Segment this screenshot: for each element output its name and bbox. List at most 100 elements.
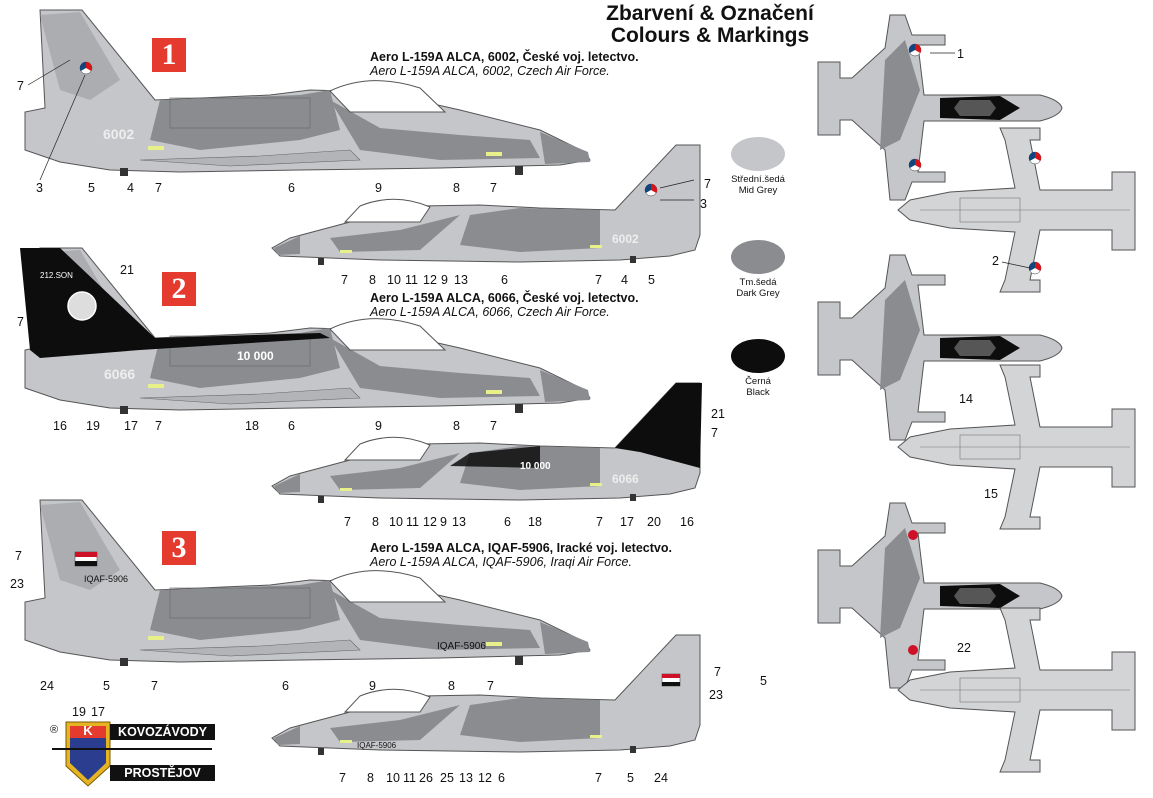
callout: 7 xyxy=(344,515,351,529)
caption-3-cz: Aero L-159A ALCA, IQAF-5906, Iracké voj.… xyxy=(370,541,672,555)
callout: 9 xyxy=(375,419,382,433)
callout: 7 xyxy=(490,181,497,195)
callout: 18 xyxy=(245,419,259,433)
callout: 8 xyxy=(369,273,376,287)
callout: 5 xyxy=(103,679,110,693)
callout: 11 xyxy=(405,273,418,287)
callout: 3 xyxy=(36,181,43,195)
title-czech: Zbarvení & Označení xyxy=(606,2,814,25)
callout: 20 xyxy=(647,515,661,529)
serial-6002-large: 6002 xyxy=(103,126,135,142)
callout: 14 xyxy=(959,392,973,406)
callout: 7 xyxy=(487,679,494,693)
caption-1-en: Aero L-159A ALCA, 6002, Czech Air Force. xyxy=(370,64,610,78)
callout: 26 xyxy=(419,771,433,785)
callout: 4 xyxy=(127,181,134,195)
swatch-mid-grey xyxy=(731,137,785,171)
callout: 9 xyxy=(440,515,447,529)
callout: 7 xyxy=(595,273,602,287)
callout: 10 xyxy=(386,771,400,785)
callout: 5 xyxy=(648,273,655,287)
serial-6066-large: 6066 xyxy=(104,366,136,382)
callout: 8 xyxy=(372,515,379,529)
callout: 8 xyxy=(367,771,374,785)
caption-1-cz: Aero L-159A ALCA, 6002, České voj. letec… xyxy=(370,50,639,64)
callout: 21 xyxy=(120,263,134,277)
serial-iqaf-tail: IQAF-5906 xyxy=(84,574,129,584)
callout: 6 xyxy=(282,679,289,693)
registered-mark: ® xyxy=(50,724,59,736)
logo-letter: K xyxy=(83,723,93,738)
callout: 15 xyxy=(984,487,998,501)
callout: 17 xyxy=(91,705,105,719)
callout: 7 xyxy=(155,181,162,195)
callout: 7 xyxy=(15,549,22,563)
callout: 7 xyxy=(704,177,711,191)
swatch-dark-grey xyxy=(731,240,785,274)
callout: 17 xyxy=(620,515,634,529)
callout: 13 xyxy=(454,273,468,287)
caption-2-cz: Aero L-159A ALCA, 6066, České voj. letec… xyxy=(370,291,639,305)
swatch-label-mid-grey-cz: Střední.šedá xyxy=(731,174,785,185)
profile-badge-2: 2 xyxy=(162,272,196,306)
callout: 7 xyxy=(714,665,721,679)
callout: 7 xyxy=(596,515,603,529)
swatch-label-black-cz: Černá xyxy=(745,376,771,387)
serial-iqaf-large: IQAF-5906 xyxy=(437,641,486,652)
callout: 7 xyxy=(339,771,346,785)
callout: 17 xyxy=(124,419,138,433)
callout: 19 xyxy=(86,419,100,433)
callout: 10 xyxy=(389,515,403,529)
callout: 7 xyxy=(490,419,497,433)
callout: 12 xyxy=(423,515,437,529)
callout: 25 xyxy=(440,771,454,785)
callout: 8 xyxy=(448,679,455,693)
profile-badge-3: 3 xyxy=(162,531,196,565)
callout: 9 xyxy=(369,679,376,693)
callout: 7 xyxy=(155,419,162,433)
callout: 11 xyxy=(403,771,416,785)
callout: 6 xyxy=(498,771,505,785)
callout: 3 xyxy=(700,197,707,211)
callout: 10 xyxy=(387,273,401,287)
callout: 8 xyxy=(453,181,460,195)
callout: 21 xyxy=(711,407,725,421)
callout: 7 xyxy=(711,426,718,440)
callout: 6 xyxy=(501,273,508,287)
callout: 9 xyxy=(441,273,448,287)
brand-line-1: KOVOZÁVODY xyxy=(110,724,215,740)
callout: 22 xyxy=(957,641,971,655)
swatch-label-mid-grey-en: Mid Grey xyxy=(738,185,778,196)
callout: 7 xyxy=(17,315,24,329)
fuselage-10000-small: 10 000 xyxy=(520,461,551,472)
callout: 7 xyxy=(17,79,24,93)
callout: 24 xyxy=(654,771,668,785)
callout: 16 xyxy=(680,515,694,529)
callout: 5 xyxy=(88,181,95,195)
callout: 7 xyxy=(151,679,158,693)
callout: 13 xyxy=(459,771,473,785)
callout: 12 xyxy=(423,273,437,287)
caption-3-en: Aero L-159A ALCA, IQAF-5906, Iraqi Air F… xyxy=(370,555,632,569)
callout: 13 xyxy=(452,515,466,529)
swatch-label-black-en: Black xyxy=(746,387,770,398)
caption-2-en: Aero L-159A ALCA, 6066, Czech Air Force. xyxy=(370,305,610,319)
callout: 6 xyxy=(288,419,295,433)
callout: 6 xyxy=(504,515,511,529)
serial-6066-small: 6066 xyxy=(612,472,639,486)
callout: 6 xyxy=(288,181,295,195)
callout: 18 xyxy=(528,515,542,529)
callout: 11 xyxy=(406,515,419,529)
callout: 7 xyxy=(341,273,348,287)
callout: 7 xyxy=(595,771,602,785)
callout: 24 xyxy=(40,679,54,693)
callout: 19 xyxy=(72,705,86,719)
title-english: Colours & Markings xyxy=(610,24,810,47)
profile-badge-1: 1 xyxy=(152,38,186,72)
swatch-black xyxy=(731,339,785,373)
brand-line-2: PROSTĚJOV xyxy=(110,765,215,781)
serial-6002-small: 6002 xyxy=(612,232,639,246)
swatch-label-dark-grey-cz: Tm.šedá xyxy=(739,277,777,288)
fuselage-10000-large: 10 000 xyxy=(237,349,274,363)
